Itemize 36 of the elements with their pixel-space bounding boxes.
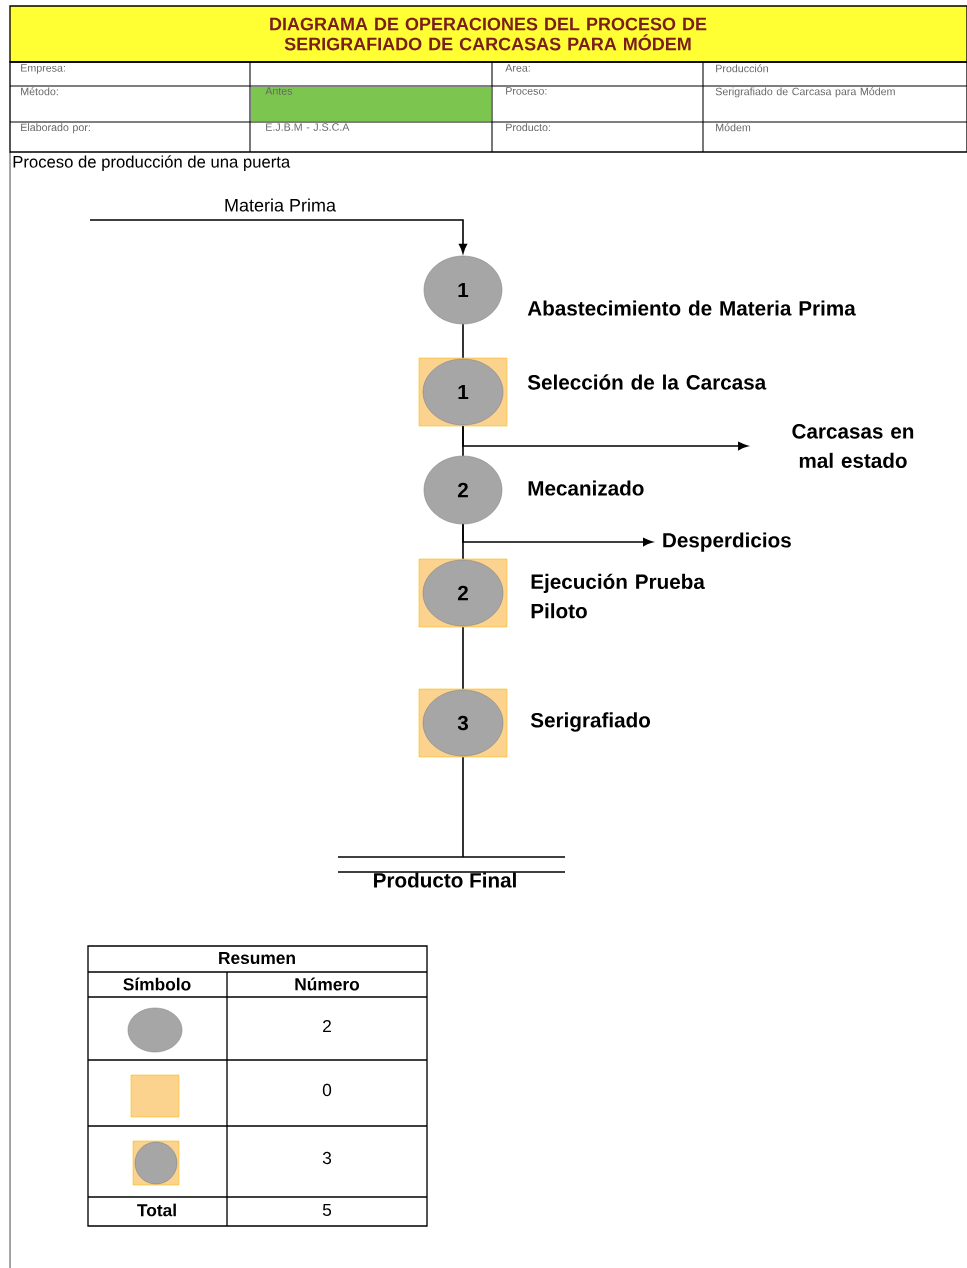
table-cell: Area: bbox=[505, 64, 530, 72]
table-cell: Método: bbox=[21, 87, 58, 96]
step-label: Mecanizado bbox=[528, 480, 644, 496]
table-cell: Total bbox=[137, 1203, 176, 1217]
table-cell: Símbolo bbox=[123, 977, 191, 991]
edge-label: Materia Prima bbox=[222, 197, 338, 213]
table-cell: Producto: bbox=[506, 123, 550, 132]
table-cell: 2 bbox=[323, 1019, 331, 1033]
step-label: Serigrafiado bbox=[530, 712, 651, 732]
table-cell: Empresa: bbox=[21, 64, 65, 74]
connector bbox=[462, 523, 653, 547]
subtitle: Proceso de producción de una puerta bbox=[13, 155, 291, 171]
table-cell: Número bbox=[295, 977, 360, 991]
step-label: Ejecución Prueba Piloto bbox=[531, 573, 705, 619]
table-cell: 5 bbox=[322, 1203, 332, 1217]
connector bbox=[89, 219, 468, 254]
output-label: Carcasas en mal estado bbox=[792, 424, 914, 468]
table-cell: Elaborado por: bbox=[21, 123, 90, 134]
table-cell: Antes bbox=[251, 87, 491, 121]
step-label: Abastecimiento de Materia Prima bbox=[527, 300, 856, 316]
connector bbox=[462, 756, 464, 858]
connector bbox=[462, 323, 464, 359]
end-label: Producto Final bbox=[374, 872, 516, 888]
table-cell: 0 bbox=[322, 1083, 332, 1097]
step-label: Selección de la Carcasa bbox=[527, 374, 767, 390]
table-cell: Proceso: bbox=[506, 87, 547, 95]
output-label: Desperdicios bbox=[663, 532, 791, 552]
table-cell: Resumen bbox=[219, 951, 295, 965]
table-cell: E.J.B.M - J.S.C.A bbox=[266, 123, 350, 131]
table-cell: Serigrafiado de Carcasa para Módem bbox=[715, 87, 895, 98]
title-banner: DIAGRAMA DE OPERACIONES DEL PROCESO DE SERIGRAFIADO DE CARCASAS PARA MÓDEM bbox=[9, 5, 967, 63]
connector bbox=[462, 425, 748, 451]
connector bbox=[462, 626, 464, 690]
table-cell: Módem bbox=[716, 123, 751, 132]
table-cell: Producción bbox=[716, 64, 768, 73]
table-cell: 3 bbox=[322, 1151, 332, 1165]
